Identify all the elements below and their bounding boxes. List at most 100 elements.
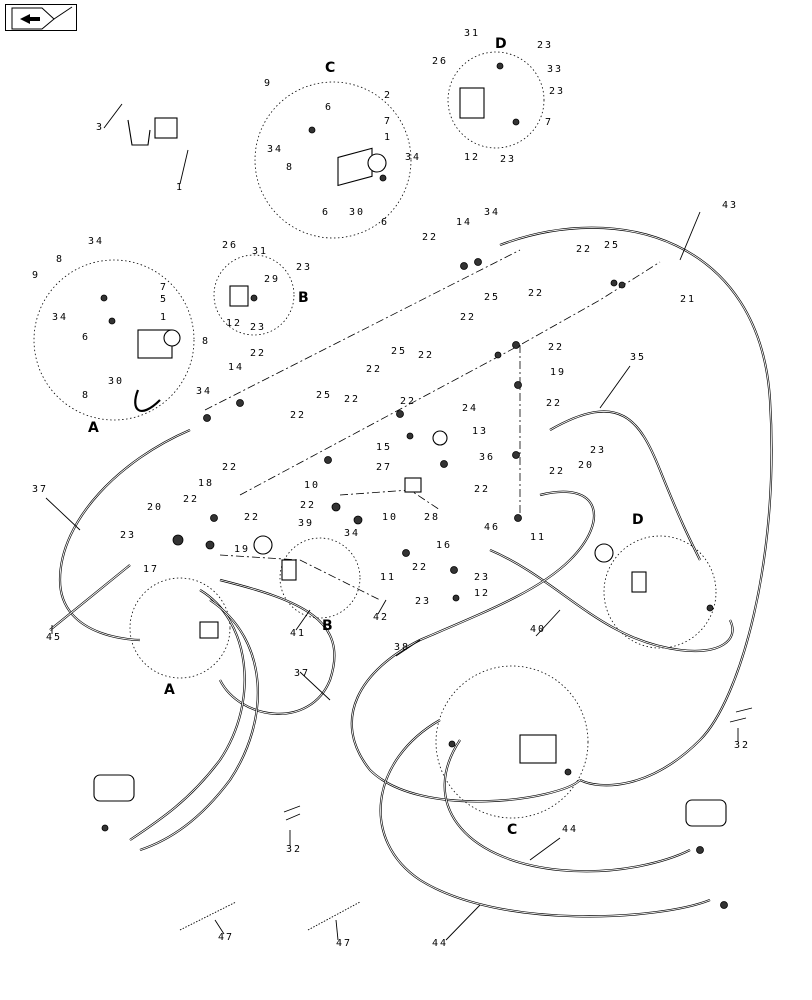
fitting — [564, 768, 572, 776]
callout-23: 23 — [250, 322, 266, 333]
callout-37: 37 — [294, 668, 310, 679]
callout-34: 34 — [405, 152, 421, 163]
callout-3: 3 — [96, 122, 104, 133]
callout-12: 12 — [464, 152, 480, 163]
callout-10: 10 — [382, 512, 398, 523]
valve-block-c-bottom — [519, 734, 557, 764]
hoses — [49, 226, 773, 918]
callout-44: 44 — [562, 824, 578, 835]
fitting — [450, 566, 458, 574]
callout-7: 7 — [545, 117, 553, 128]
callout-10: 10 — [304, 480, 320, 491]
callout-25: 25 — [484, 292, 500, 303]
fitting — [101, 824, 109, 832]
callout-2: 2 — [384, 90, 392, 101]
spring-47-right — [307, 901, 361, 931]
callout-9: 9 — [264, 78, 272, 89]
callout-24: 24 — [462, 403, 478, 414]
fitting — [353, 515, 363, 525]
fitting — [460, 262, 468, 270]
fitting — [308, 126, 316, 134]
fitting — [496, 62, 504, 70]
hose-a-1 — [129, 589, 246, 841]
callout-5: 5 — [160, 294, 168, 305]
callout-6: 6 — [82, 332, 90, 343]
tube-line-middle — [239, 261, 661, 496]
next-page-button[interactable] — [5, 4, 77, 31]
detail-circle-a-mid — [129, 577, 231, 679]
callout-45: 45 — [46, 632, 62, 643]
callout-6: 6 — [325, 102, 333, 113]
callout-8: 8 — [82, 390, 90, 401]
fitting — [494, 351, 502, 359]
hose-38 — [350, 490, 596, 803]
callout-43: 43 — [722, 200, 738, 211]
callout-33: 33 — [547, 64, 563, 75]
callout-39: 39 — [298, 518, 314, 529]
valve-block-d-right — [631, 571, 647, 593]
leader-lines — [45, 103, 739, 941]
motor-right — [685, 799, 727, 827]
callout-36: 36 — [479, 452, 495, 463]
callout-23: 23 — [415, 596, 431, 607]
fitting — [440, 460, 448, 468]
callout-22: 22 — [400, 396, 416, 407]
callout-22: 22 — [546, 398, 562, 409]
callout-32: 32 — [734, 740, 750, 751]
callout-22: 22 — [300, 500, 316, 511]
callout-31: 31 — [464, 28, 480, 39]
callout-22: 22 — [549, 466, 565, 477]
callout-22: 22 — [366, 364, 382, 375]
tube-line-upper — [204, 249, 521, 411]
callout-18: 18 — [198, 478, 214, 489]
callout-23: 23 — [537, 40, 553, 51]
fitting — [618, 281, 626, 289]
callout-34: 34 — [196, 386, 212, 397]
detail-circle-a-left — [33, 259, 195, 421]
callout-22: 22 — [418, 350, 434, 361]
fitting — [236, 399, 244, 407]
callout-22: 22 — [460, 312, 476, 323]
components — [93, 62, 753, 931]
callout-38: 38 — [394, 642, 410, 653]
callout-34: 34 — [484, 207, 500, 218]
tube-line-tee — [339, 489, 441, 511]
callout-6: 6 — [322, 207, 330, 218]
callout-25: 25 — [316, 390, 332, 401]
callout-37: 37 — [32, 484, 48, 495]
tube-line-lower — [219, 554, 381, 601]
callout-44: 44 — [432, 938, 448, 949]
callout-29: 29 — [264, 274, 280, 285]
callout-1: 1 — [384, 132, 392, 143]
section-label-c: C — [325, 60, 335, 76]
callout-21: 21 — [680, 294, 696, 305]
callout-22: 22 — [576, 244, 592, 255]
bolts-32-right — [729, 707, 753, 723]
section-label-b: B — [322, 618, 333, 634]
detail-circle-b-top — [213, 254, 295, 336]
hose-a-detail — [134, 389, 161, 412]
fitting — [100, 294, 108, 302]
fitting — [402, 549, 410, 557]
callout-25: 25 — [391, 346, 407, 357]
callout-16: 16 — [436, 540, 452, 551]
callout-7: 7 — [384, 116, 392, 127]
fitting — [696, 846, 704, 854]
callout-7: 7 — [160, 282, 168, 293]
callout-41: 41 — [290, 628, 306, 639]
callout-46: 46 — [484, 522, 500, 533]
fitting — [108, 317, 116, 325]
fitting — [331, 502, 341, 512]
callout-40: 40 — [530, 624, 546, 635]
callout-22: 22 — [244, 512, 260, 523]
callout-13: 13 — [472, 426, 488, 437]
callout-22: 22 — [528, 288, 544, 299]
callout-35: 35 — [630, 352, 646, 363]
callout-25: 25 — [604, 240, 620, 251]
hose-44-upper — [443, 739, 691, 873]
fitting — [720, 901, 728, 909]
bracket-3 — [127, 119, 151, 146]
